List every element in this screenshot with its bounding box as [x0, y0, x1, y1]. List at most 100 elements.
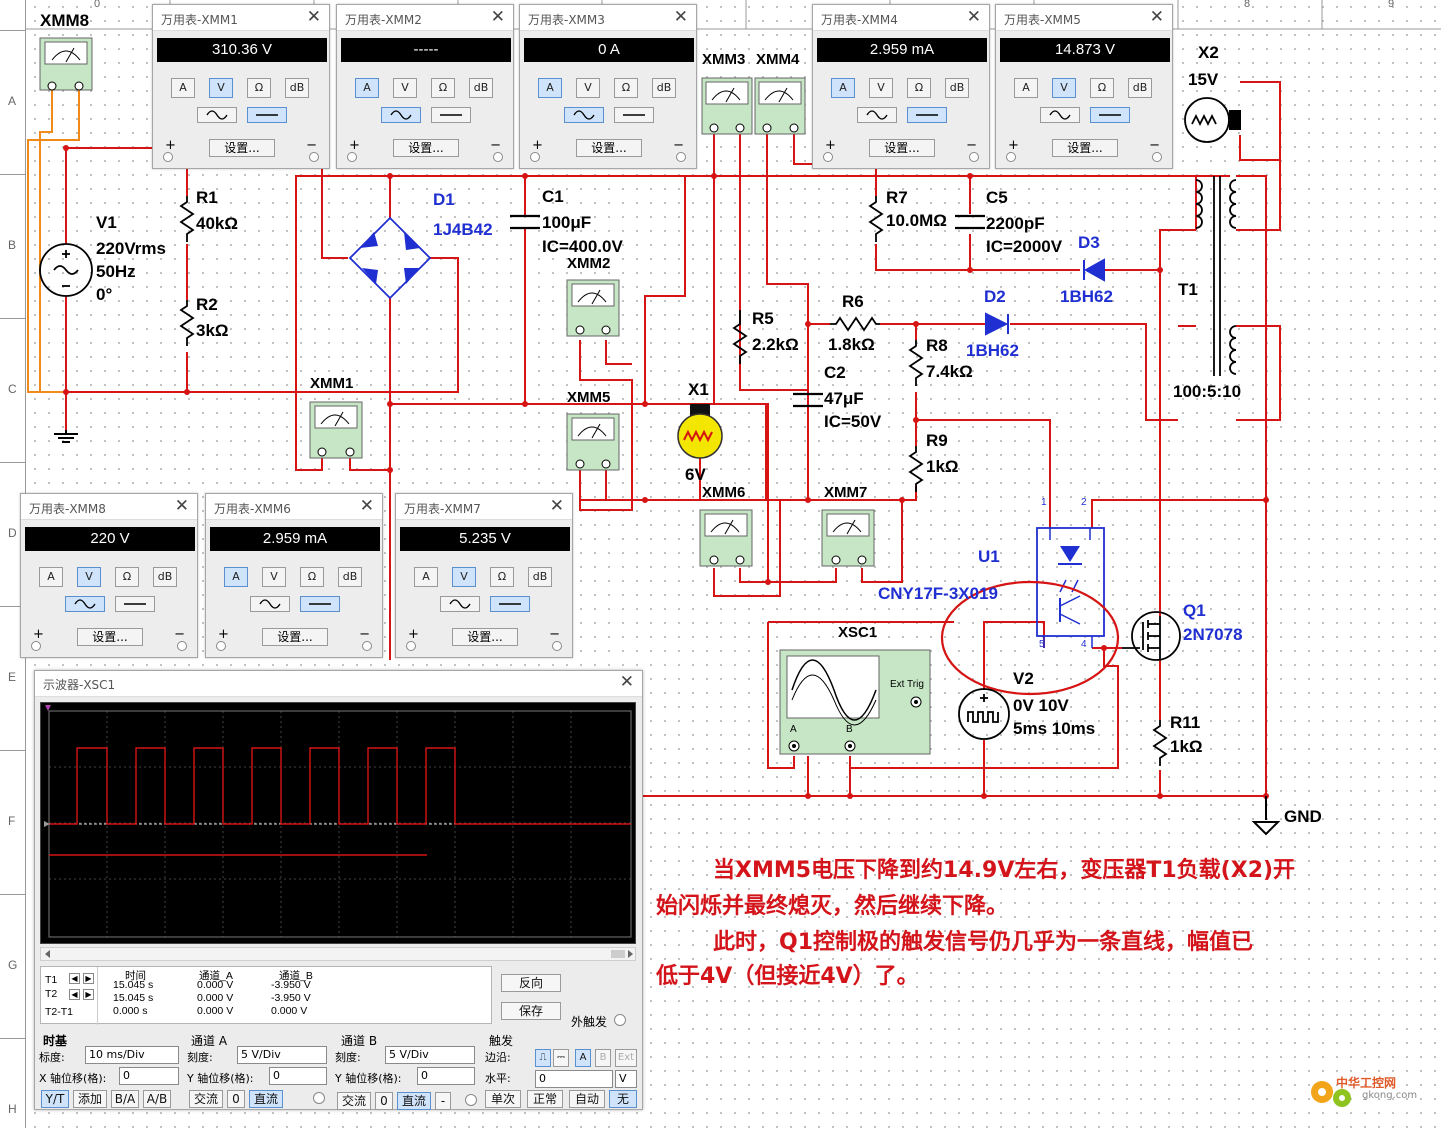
ac-mode-button[interactable]	[1040, 107, 1080, 123]
ac-mode-button[interactable]	[250, 596, 290, 612]
channel-b-minus-button[interactable]: -	[435, 1092, 451, 1110]
multimeter-titlebar[interactable]: 万用表-XMM5✕	[996, 5, 1172, 31]
timeline-scrollbar[interactable]	[40, 947, 636, 961]
mode-db-button[interactable]: dB	[469, 78, 493, 98]
oscilloscope-titlebar[interactable]: 示波器-XSC1 ✕	[35, 671, 642, 697]
channel-b-dc-button[interactable]: 直流	[397, 1092, 431, 1110]
rising-edge-icon[interactable]: ⎍	[535, 1049, 551, 1067]
plus-terminal[interactable]	[216, 641, 226, 651]
mode-db-button[interactable]: dB	[945, 78, 969, 98]
mode-a-button[interactable]: A	[831, 78, 855, 98]
ac-mode-button[interactable]	[857, 107, 897, 123]
mode-a-button[interactable]: A	[414, 567, 438, 587]
dc-mode-button[interactable]	[1090, 107, 1130, 123]
dc-mode-button[interactable]	[907, 107, 947, 123]
mode-db-button[interactable]: dB	[652, 78, 676, 98]
multimeter-titlebar[interactable]: 万用表-XMM3✕	[520, 5, 696, 31]
minus-terminal[interactable]	[1152, 152, 1162, 162]
mode-a-button[interactable]: A	[355, 78, 379, 98]
yt-button[interactable]: Y/T	[41, 1090, 69, 1108]
multimeter-titlebar[interactable]: 万用表-XMM7✕	[396, 494, 572, 520]
trigger-level-input[interactable]: 0	[535, 1070, 613, 1088]
close-icon[interactable]: ✕	[306, 7, 321, 27]
dc-mode-button[interactable]	[490, 596, 530, 612]
minus-terminal[interactable]	[177, 641, 187, 651]
channel-b-scale-input[interactable]: 5 V/Div	[385, 1046, 475, 1064]
plus-terminal[interactable]	[163, 152, 173, 162]
settings-button[interactable]: 设置...	[1052, 139, 1118, 157]
reverse-button[interactable]: 反向	[501, 974, 561, 992]
mode-a-button[interactable]: A	[224, 567, 248, 587]
mode-a-button[interactable]: A	[538, 78, 562, 98]
mode-db-button[interactable]: dB	[285, 78, 309, 98]
ba-button[interactable]: B/A	[111, 1090, 139, 1108]
settings-button[interactable]: 设置...	[262, 628, 328, 646]
mode-a-button[interactable]: A	[39, 567, 63, 587]
mode-v-button[interactable]: V	[576, 78, 600, 98]
settings-button[interactable]: 设置...	[869, 139, 935, 157]
ac-mode-button[interactable]	[65, 596, 105, 612]
mode-ohm-button[interactable]: Ω	[907, 78, 931, 98]
channel-b-ypos-input[interactable]: 0	[417, 1067, 475, 1085]
close-icon[interactable]: ✕	[174, 496, 189, 516]
auto-button[interactable]: 自动	[569, 1090, 605, 1108]
settings-button[interactable]: 设置...	[209, 139, 275, 157]
close-icon[interactable]: ✕	[490, 7, 505, 27]
multimeter-titlebar[interactable]: 万用表-XMM1✕	[153, 5, 329, 31]
ac-mode-button[interactable]	[440, 596, 480, 612]
save-button[interactable]: 保存	[501, 1002, 561, 1020]
channel-b-zero-button[interactable]: 0	[375, 1092, 393, 1110]
ext-trigger-radio[interactable]	[614, 1014, 626, 1026]
mode-ohm-button[interactable]: Ω	[300, 567, 324, 587]
settings-button[interactable]: 设置...	[77, 628, 143, 646]
plus-terminal[interactable]	[530, 152, 540, 162]
mode-ohm-button[interactable]: Ω	[490, 567, 514, 587]
plus-terminal[interactable]	[406, 641, 416, 651]
multimeter-titlebar[interactable]: 万用表-XMM2✕	[337, 5, 513, 31]
add-button[interactable]: 添加	[73, 1090, 107, 1108]
none-button[interactable]: 无	[609, 1090, 637, 1108]
channel-a-radio[interactable]	[313, 1092, 325, 1104]
mode-ohm-button[interactable]: Ω	[247, 78, 271, 98]
mode-v-button[interactable]: V	[393, 78, 417, 98]
multimeter-titlebar[interactable]: 万用表-XMM8✕	[21, 494, 197, 520]
channel-b-ac-button[interactable]: 交流	[337, 1092, 371, 1110]
settings-button[interactable]: 设置...	[393, 139, 459, 157]
oscilloscope-window[interactable]: 示波器-XSC1 ✕ 时间 通道_A 通道_B	[34, 670, 643, 1110]
channel-a-ypos-input[interactable]: 0	[269, 1067, 327, 1085]
channel-a-zero-button[interactable]: 0	[227, 1090, 245, 1108]
t1-right-arrow-icon[interactable]: ▶	[83, 973, 94, 984]
falling-edge-icon[interactable]: ⎓	[553, 1049, 569, 1067]
plus-terminal[interactable]	[347, 152, 357, 162]
single-button[interactable]: 单次	[485, 1090, 521, 1108]
close-icon[interactable]: ✕	[359, 496, 374, 516]
trigger-source-b[interactable]: B	[595, 1049, 611, 1067]
trigger-source-ext[interactable]: Ext	[615, 1049, 637, 1067]
minus-terminal[interactable]	[362, 641, 372, 651]
channel-a-scale-input[interactable]: 5 V/Div	[237, 1046, 327, 1064]
mode-v-button[interactable]: V	[869, 78, 893, 98]
t1-left-arrow-icon[interactable]: ◀	[69, 973, 80, 984]
mode-v-button[interactable]: V	[452, 567, 476, 587]
mode-a-button[interactable]: A	[171, 78, 195, 98]
oscilloscope-screen[interactable]	[40, 702, 636, 944]
mode-v-button[interactable]: V	[1052, 78, 1076, 98]
minus-terminal[interactable]	[552, 641, 562, 651]
t2-right-arrow-icon[interactable]: ▶	[83, 989, 94, 1000]
normal-button[interactable]: 正常	[527, 1090, 563, 1108]
close-icon[interactable]: ✕	[1149, 7, 1164, 27]
multimeter-titlebar[interactable]: 万用表-XMM4✕	[813, 5, 989, 31]
plus-terminal[interactable]	[31, 641, 41, 651]
ac-mode-button[interactable]	[381, 107, 421, 123]
trigger-source-a[interactable]: A	[575, 1049, 591, 1067]
minus-terminal[interactable]	[676, 152, 686, 162]
timebase-xpos-input[interactable]: 0	[119, 1067, 179, 1085]
ac-mode-button[interactable]	[197, 107, 237, 123]
